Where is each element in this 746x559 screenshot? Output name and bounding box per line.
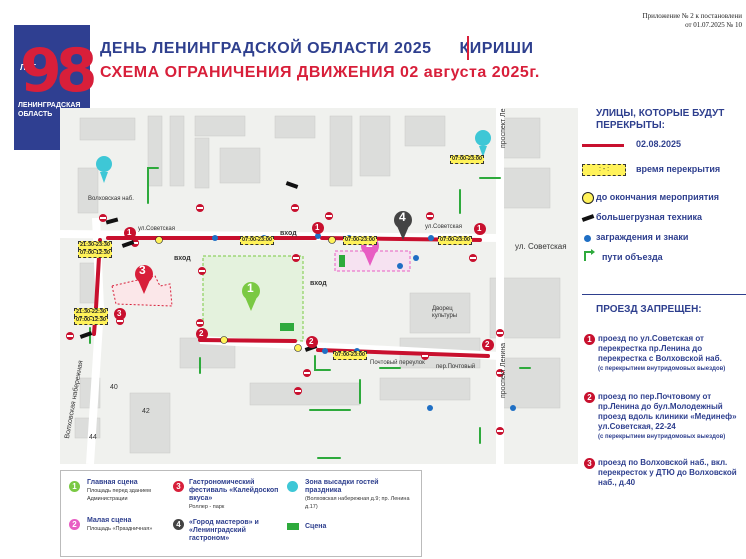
entrance-label-2: вход xyxy=(174,255,191,262)
time-badge-pochtovy: 07:00-23:00 xyxy=(333,351,367,360)
legend-header: УЛИЦЫ, КОТОРЫЕ БУДУТ ПЕРЕКРЫТЫ: xyxy=(596,108,725,131)
stage-icon xyxy=(287,523,299,530)
detour-arrow-icon xyxy=(584,249,595,261)
dropoff-zone: Зона высадки гостей праздника (Волховска… xyxy=(305,479,415,511)
venue-1: Главная сцена Площадь перед зданием Адми… xyxy=(87,479,167,503)
closure-2-west: 2 xyxy=(199,329,204,338)
venue-3-title: Гастрономический фестиваль «Калейдоскоп … xyxy=(189,479,279,502)
closure-2-east: 2 xyxy=(485,340,490,349)
time-badge-volkh-2b: 07:00-12:30 xyxy=(74,316,108,325)
legend-divider xyxy=(582,294,746,295)
dropoff-sub: (Волховская набережная д.9; пр. Ленина д… xyxy=(305,496,410,510)
venue-2-badge: 2 xyxy=(69,519,80,530)
document-note-line2: от 01.07.2025 № 10 xyxy=(685,21,742,29)
house-42: 42 xyxy=(142,408,150,415)
title-line1: ДЕНЬ ЛЕНИНГРАДСКОЙ ОБЛАСТИ 2025 КИРИШИ xyxy=(100,40,534,58)
prohibited-2: проезд по пер.Почтовому от пр.Ленина до … xyxy=(598,392,746,442)
dropoff-icon xyxy=(287,481,298,492)
time-badge-sovetskaya-east: 07:00-23:00 xyxy=(438,236,472,245)
zone-1-number: 1 xyxy=(247,281,254,295)
title-separator xyxy=(467,36,469,60)
prohibited-1-badge: 1 xyxy=(584,334,595,345)
clock-icon xyxy=(582,192,594,204)
zone-4-number: 4 xyxy=(399,210,406,224)
venue-4: «Город мастеров» и «Ленинградский гастро… xyxy=(189,519,281,543)
map-base xyxy=(60,108,561,464)
closed-road-swatch xyxy=(582,144,624,147)
prohibited-header: ПРОЕЗД ЗАПРЕЩЕН: xyxy=(596,304,702,315)
title-event: ДЕНЬ ЛЕНИНГРАДСКОЙ ОБЛАСТИ 2025 xyxy=(100,40,432,57)
legend-date: 02.08.2025 xyxy=(636,139,682,149)
venue-2-title: Малая сцена xyxy=(87,517,132,524)
prohibited-2-text: проезд по пер.Почтовому от пр.Ленина до … xyxy=(598,392,737,431)
street-pochtovy-label: пер.Почтовый xyxy=(436,364,476,370)
street-volkhovskaya-nab: Волховская наб. xyxy=(88,196,134,202)
time-badge-sovetskaya-west: 07:00-23:00 xyxy=(240,236,274,245)
venue-2-sub: Площадь «Праздничная» xyxy=(87,526,153,532)
legend-heavy-vehicles: большегрузная техника xyxy=(596,212,703,222)
venue-4-title: «Город мастеров» и «Ленинградский гастро… xyxy=(189,519,259,542)
logo-region: ЛЕНИНГРАДСКАЯ ОБЛАСТЬ xyxy=(18,102,81,118)
street-pochtovy: Почтовый переулок xyxy=(370,360,425,366)
venue-4-badge: 4 xyxy=(173,519,184,530)
house-44: 44 xyxy=(89,434,97,441)
time-badge-lenina-north: 07:00-23:00 xyxy=(450,155,484,164)
venue-3: Гастрономический фестиваль «Калейдоскоп … xyxy=(189,479,281,511)
street-sovetskaya: ул. Советская xyxy=(515,242,567,251)
closure-1-mid: 1 xyxy=(315,223,320,232)
entrance-label-1: вход xyxy=(280,230,297,237)
dropoff-title: Зона высадки гостей праздника xyxy=(305,479,379,494)
logo-number: 98 xyxy=(20,36,97,106)
zone-3-number: 3 xyxy=(139,263,146,277)
closure-1-west: 1 xyxy=(127,228,132,237)
entrance-label-3: вход xyxy=(310,280,327,287)
legend-closure-time: время перекрытия xyxy=(636,164,721,174)
logo-let: ЛЕТ xyxy=(20,63,36,72)
title-city: КИРИШИ xyxy=(459,40,534,57)
time-badge-sovetskaya-mid: 07:00-23:00 xyxy=(343,236,377,245)
region-logo: ЛЕТ 98 ЛЕНИНГРАДСКАЯ ОБЛАСТЬ xyxy=(14,25,97,150)
venue-3-badge: 3 xyxy=(173,481,184,492)
legend-until-end: до окончания мероприятия xyxy=(596,192,720,202)
venue-1-title: Главная сцена xyxy=(87,479,138,486)
prohibited-1-note: (с перекрытием внутридомовых выездов) xyxy=(598,366,726,372)
document-note-line1: Приложение № 2 к постановлени xyxy=(642,12,742,20)
legend-detours: пути объезда xyxy=(602,252,663,262)
closure-1-east: 1 xyxy=(477,224,482,233)
legend-barriers: заграждения и знаки xyxy=(596,232,689,242)
building-dvorets: Дворец культуры xyxy=(432,306,458,319)
time-badge-swatch: : - : xyxy=(582,164,626,176)
stage-label: Сцена xyxy=(305,523,327,530)
venue-1-sub: Площадь перед зданием Администрации xyxy=(87,488,151,502)
truck-icon xyxy=(581,214,595,222)
prohibited-1: проезд по ул.Советская от перекрестка пр… xyxy=(598,334,746,374)
prohibited-3-badge: 3 xyxy=(584,458,595,469)
barrier-icon xyxy=(584,235,591,242)
prohibited-1-text: проезд по ул.Советская от перекрестка пр… xyxy=(598,334,722,363)
house-40: 40 xyxy=(110,384,118,391)
prohibited-3: проезд по Волховской наб., вкл. перекрес… xyxy=(598,458,746,488)
street-sovetskaya-label-1: ул.Советская xyxy=(138,226,175,232)
street-lenina-north: проспект Ленина xyxy=(500,108,507,148)
venue-2: Малая сцена Площадь «Праздничная» xyxy=(87,517,167,533)
street-sovetskaya-label-2: ул.Советская xyxy=(425,224,462,230)
time-badge-volkh-1b: 07:00-12:30 xyxy=(78,249,112,258)
venue-1-badge: 1 xyxy=(69,481,80,492)
street-lenina-south: проспект Ленина xyxy=(500,342,507,398)
closure-3: 3 xyxy=(117,309,122,318)
prohibited-2-badge: 2 xyxy=(584,392,595,403)
prohibited-3-text: проезд по Волховской наб., вкл. перекрес… xyxy=(598,458,737,487)
title-line2: СХЕМА ОГРАНИЧЕНИЯ ДВИЖЕНИЯ 02 августа 20… xyxy=(100,64,540,81)
venue-legend: 1 Главная сцена Площадь перед зданием Ад… xyxy=(60,470,422,557)
traffic-map: 3 1 2 4 1 1 1 3 2 2 2 07:00-23:00 07:00-… xyxy=(60,108,578,464)
closure-2-mid: 2 xyxy=(309,337,314,346)
prohibited-2-note: (с перекрытием внутридомовых выездов) xyxy=(598,434,726,440)
venue-3-sub: Роллер - парк xyxy=(189,504,225,510)
document-note: Приложение № 2 к постановлени от 01.07.2… xyxy=(643,12,742,30)
